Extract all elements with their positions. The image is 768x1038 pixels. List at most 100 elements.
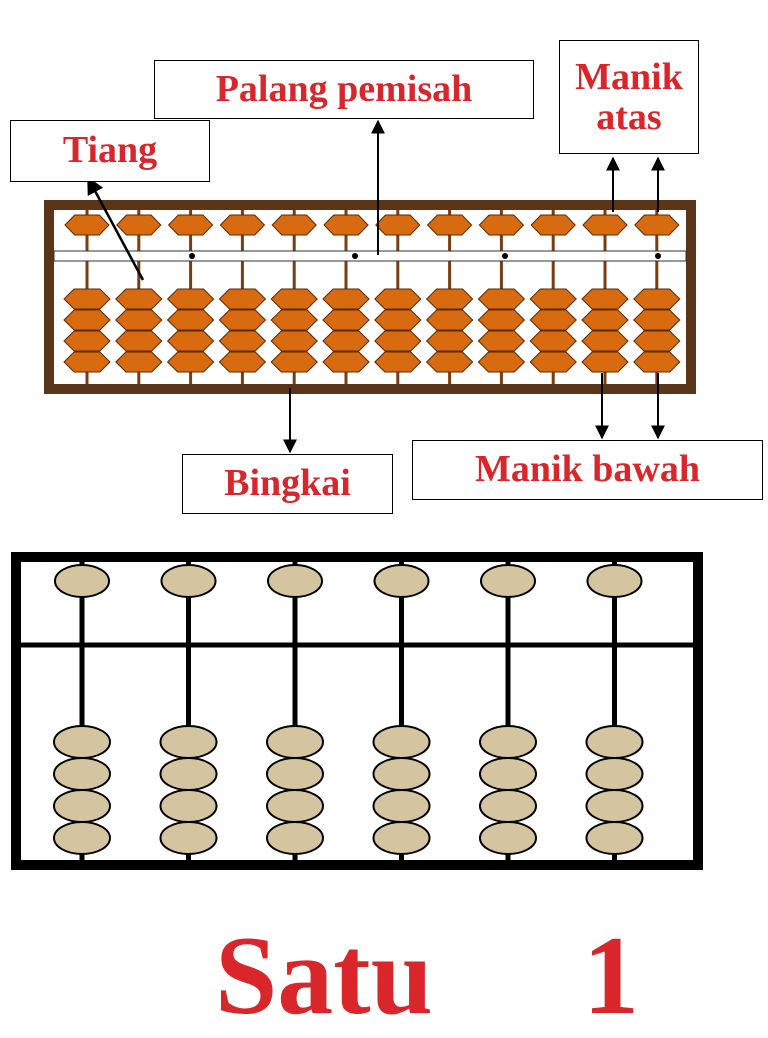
lower-bead [116,289,162,309]
simple-lower-bead [587,726,643,758]
divider-dot [502,253,508,259]
lower-bead [219,289,265,309]
upper-bead [583,215,627,235]
simple-lower-bead [161,822,217,854]
simple-lower-bead [161,758,217,790]
lower-bead [478,289,524,309]
simple-lower-bead [374,822,430,854]
simple-upper-bead [375,565,429,597]
simple-upper-bead [588,565,642,597]
lower-bead [375,352,421,372]
lower-bead [323,331,369,351]
simple-lower-bead [267,822,323,854]
simple-abacus [16,557,698,865]
simple-lower-bead [54,790,110,822]
lower-bead [375,289,421,309]
lower-bead [530,289,576,309]
lower-bead [582,352,628,372]
simple-lower-bead [161,790,217,822]
lower-bead [582,310,628,330]
simple-lower-bead [374,790,430,822]
simple-upper-bead [162,565,216,597]
lower-bead [427,310,473,330]
lower-bead [427,352,473,372]
divider-dot [352,253,358,259]
lower-bead [375,331,421,351]
lower-bead [64,352,110,372]
simple-lower-bead [480,790,536,822]
simple-lower-bead [374,726,430,758]
upper-bead [376,215,420,235]
simple-lower-bead [267,758,323,790]
simple-lower-bead [587,758,643,790]
lower-bead [634,310,680,330]
divider-dot [189,253,195,259]
number-digit: 1 [583,920,639,1032]
simple-lower-bead [374,758,430,790]
simple-lower-bead [480,822,536,854]
lower-bead [478,310,524,330]
lower-bead [271,331,317,351]
simple-lower-bead [54,726,110,758]
lower-bead [582,331,628,351]
simple-rods [82,562,615,860]
lower-bead [427,331,473,351]
lower-bead [478,352,524,372]
simple-lower-bead [480,758,536,790]
upper-bead [531,215,575,235]
simple-lower-bead [54,822,110,854]
lower-bead [271,289,317,309]
lower-bead [219,331,265,351]
simple-lower-bead [267,790,323,822]
lower-bead [530,310,576,330]
lower-bead [219,352,265,372]
upper-bead [169,215,213,235]
lower-bead [64,331,110,351]
lower-bead [323,310,369,330]
lower-bead [634,331,680,351]
lower-bead [478,331,524,351]
lower-bead [116,331,162,351]
lower-bead [271,352,317,372]
simple-upper-bead [268,565,322,597]
label-manik-bawah: Manik bawah [412,440,763,500]
lower-bead [271,310,317,330]
lower-bead [323,289,369,309]
simple-lower-bead [161,726,217,758]
lower-bead [427,289,473,309]
label-bingkai: Bingkai [182,454,393,514]
lower-bead [116,310,162,330]
lower-bead [116,352,162,372]
lower-bead [634,289,680,309]
lower-bead [64,310,110,330]
upper-bead [117,215,161,235]
divider-bar [54,251,686,261]
lower-bead [634,352,680,372]
lower-bead [219,310,265,330]
simple-lower-bead [587,790,643,822]
upper-bead [220,215,264,235]
upper-bead [272,215,316,235]
lower-bead [375,310,421,330]
label-manik-atas: Manik atas [559,40,699,154]
simple-beads [54,565,643,854]
upper-bead [324,215,368,235]
lower-bead [168,352,214,372]
lower-bead [530,331,576,351]
divider-dot [655,253,661,259]
upper-bead [65,215,109,235]
simple-upper-bead [481,565,535,597]
simple-lower-bead [267,726,323,758]
lower-bead [323,352,369,372]
lower-bead [168,289,214,309]
simple-lower-bead [54,758,110,790]
simple-upper-bead [55,565,109,597]
lower-bead [168,331,214,351]
upper-bead [479,215,523,235]
simple-lower-bead [587,822,643,854]
lower-bead [582,289,628,309]
label-tiang: Tiang [10,120,210,182]
number-word: Satu [215,920,433,1032]
labeled-abacus [44,200,696,394]
label-palang-pemisah: Palang pemisah [154,60,534,119]
